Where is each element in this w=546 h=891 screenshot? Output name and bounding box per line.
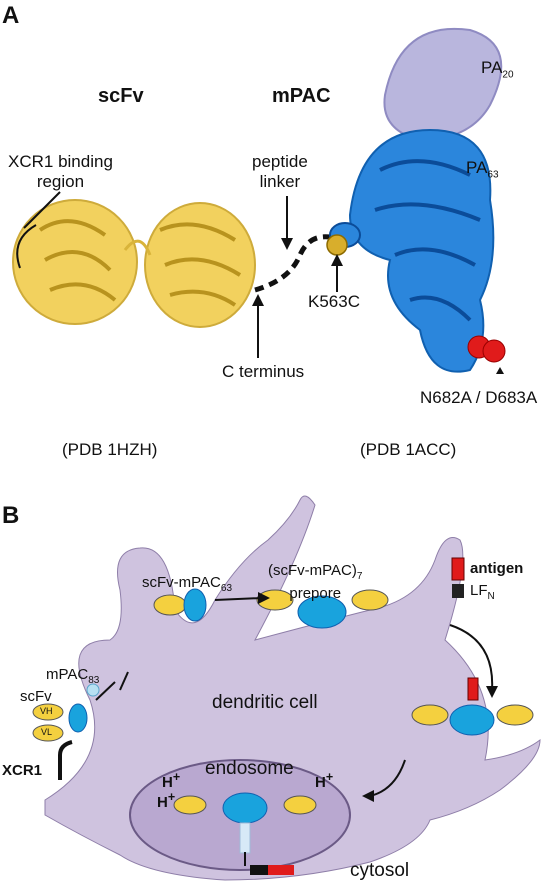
mutation-label: N682A / D683A xyxy=(420,388,538,407)
pdb-left-label: (PDB 1HZH) xyxy=(62,440,158,459)
pdb-right-label: (PDB 1ACC) xyxy=(360,440,457,459)
antigen-bound xyxy=(467,677,479,701)
transition-arrow-3 xyxy=(369,759,406,797)
vl-label: VL xyxy=(41,727,53,737)
xcr1-receptor xyxy=(58,740,73,780)
scfv-mpac63-group xyxy=(153,588,207,622)
mpac-structure xyxy=(329,27,503,373)
h-plus-1: H+ xyxy=(162,770,181,791)
scfv-label: scFv xyxy=(20,688,52,705)
k563c-label: K563C xyxy=(308,292,360,311)
cytosol-label: cytosol xyxy=(350,860,410,881)
pa63-label: PA63 xyxy=(466,158,499,181)
transition-arrow-4 xyxy=(119,671,129,691)
scfv-domain-1 xyxy=(12,199,138,325)
xcr1-label: XCR1 xyxy=(2,762,43,779)
k563c-sphere xyxy=(326,234,348,256)
pa20-label: PA20 xyxy=(481,58,514,81)
peptide-linker xyxy=(254,234,336,293)
panel-a-letter: A xyxy=(2,2,20,29)
cytosol-antigen xyxy=(268,865,294,875)
mutation-sphere-2 xyxy=(482,339,506,363)
cytosol-lfn xyxy=(250,865,268,875)
antigen-label: antigen xyxy=(470,560,524,577)
lfn-label: LFN xyxy=(470,582,495,602)
mutation-triangle xyxy=(496,367,504,374)
h-plus-3: H+ xyxy=(315,770,334,791)
bound-complex xyxy=(411,704,534,736)
mpac83-arrow xyxy=(95,681,116,701)
lfn-block xyxy=(452,584,464,598)
antigen-block xyxy=(451,557,465,581)
xcr1-binding-pointer xyxy=(23,191,61,229)
vh-label: VH xyxy=(40,706,53,716)
mpac-title: mPAC xyxy=(272,85,331,107)
dendritic-cell-label: dendritic cell xyxy=(212,692,318,713)
pa20-domain xyxy=(383,27,503,142)
scfv-domain-2 xyxy=(144,202,256,328)
c-terminus-label: C terminus xyxy=(222,362,305,381)
mpac83-label: mPAC83 xyxy=(46,666,100,686)
prepore-group xyxy=(256,589,389,629)
mpac83-group xyxy=(32,683,100,742)
xcr1-binding-bracket xyxy=(16,224,37,269)
scfv-mpac63-label: scFv-mPAC63 xyxy=(142,574,233,594)
endosome-pore xyxy=(173,792,317,854)
scfv-structure xyxy=(12,199,256,328)
scfv-title: scFv xyxy=(98,85,144,107)
panel-b-letter: B xyxy=(2,502,20,529)
transition-arrow-1 xyxy=(214,597,263,601)
h-plus-2: H+ xyxy=(157,790,176,811)
transition-arrow-2 xyxy=(449,624,494,691)
endosome-label: endosome xyxy=(205,758,294,779)
